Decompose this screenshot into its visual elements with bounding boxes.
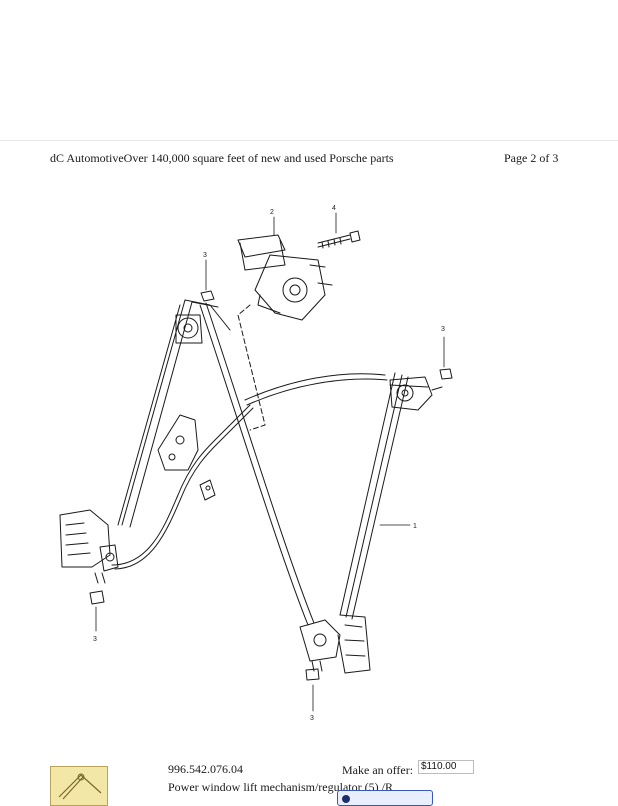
callout-3: 3 bbox=[93, 636, 97, 643]
diagonal-rail bbox=[199, 302, 315, 626]
right-lower-assembly bbox=[299, 614, 371, 674]
offer-input[interactable]: $110.00 bbox=[418, 760, 474, 774]
parts-diagram: 2 4 3 3 1 3 3 bbox=[59, 205, 453, 722]
header-title: dC AutomotiveOver 140,000 square feet of… bbox=[50, 151, 394, 165]
callout-3: 3 bbox=[203, 252, 207, 259]
button-icon bbox=[342, 795, 350, 803]
offer-label: Make an offer: bbox=[342, 763, 414, 777]
callout-1: 1 bbox=[413, 523, 417, 530]
callout-3: 3 bbox=[310, 715, 314, 722]
cable-clip bbox=[157, 414, 216, 501]
page-indicator: Page 2 of 3 bbox=[504, 151, 559, 165]
right-upper-pulley bbox=[389, 376, 443, 411]
leader-lines bbox=[95, 212, 445, 712]
callout-3: 3 bbox=[441, 326, 445, 333]
screw-part bbox=[317, 230, 361, 249]
product-thumbnail[interactable] bbox=[50, 766, 108, 806]
part-description: Power window lift mechanism/regulator (5… bbox=[168, 780, 393, 794]
part-number: 996.542.076.04 bbox=[168, 762, 243, 776]
top-divider bbox=[0, 140, 618, 141]
left-upper-pulley bbox=[175, 314, 203, 344]
callout-4: 4 bbox=[332, 205, 336, 212]
nut-parts bbox=[89, 290, 453, 681]
callout-2: 2 bbox=[270, 209, 274, 216]
submit-offer-button[interactable] bbox=[337, 790, 433, 806]
left-rail bbox=[117, 299, 231, 528]
thumbnail-image bbox=[58, 773, 102, 800]
motor-unit bbox=[237, 234, 333, 321]
left-lower-bracket bbox=[59, 509, 119, 584]
